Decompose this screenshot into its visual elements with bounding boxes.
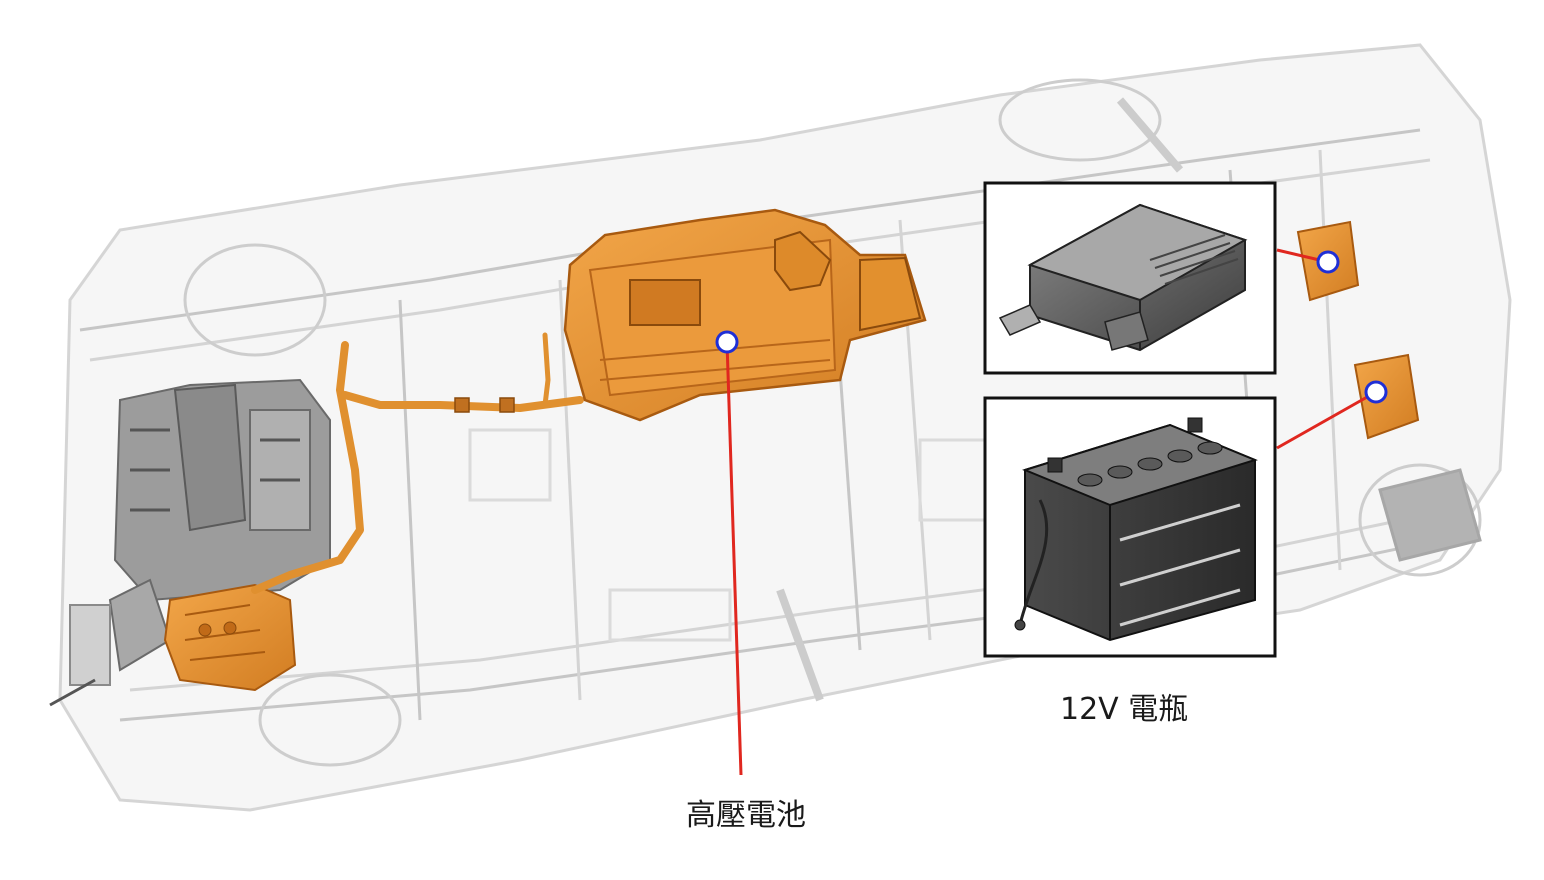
engine-assembly [49, 378, 331, 707]
lead-acid-battery-icon [1014, 417, 1258, 642]
callout-line-hv [725, 341, 743, 776]
right-rail [119, 538, 1441, 722]
circle-marker-icon [715, 330, 739, 354]
cable-clips [454, 397, 515, 413]
electronic-module-icon [998, 203, 1248, 352]
inset-12v-battery [983, 396, 1277, 658]
front-motor-inverter [163, 583, 297, 692]
high-voltage-battery-pack [563, 208, 927, 422]
circle-marker-icon [1364, 380, 1388, 404]
inset-control-module [983, 181, 1277, 375]
high-voltage-battery-label: 高壓電池 [686, 798, 806, 833]
circle-marker-icon [1316, 250, 1340, 274]
battery-12v-label: 12V 電瓶 [1060, 692, 1189, 727]
callout-line-12v [1276, 390, 1377, 450]
markers [715, 250, 1388, 404]
high-voltage-cable [251, 332, 584, 594]
